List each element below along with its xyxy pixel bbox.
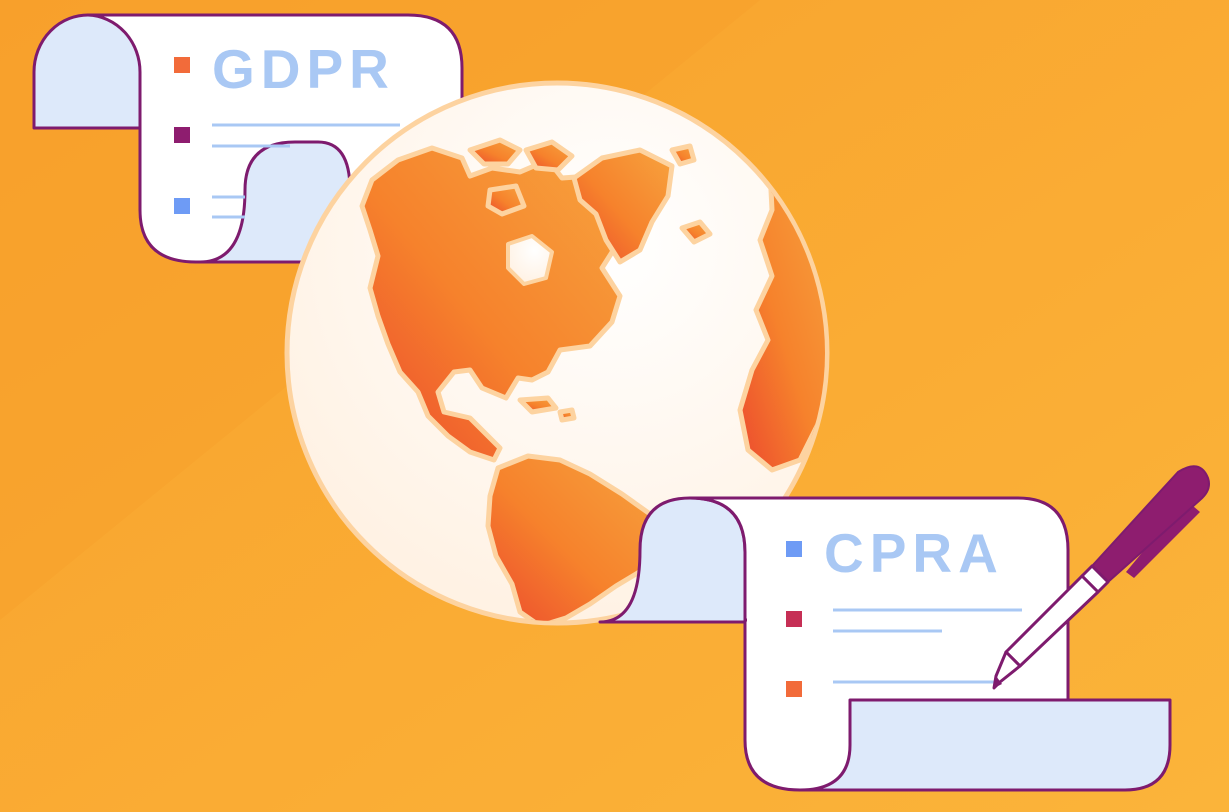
gdpr-bullet-1 xyxy=(174,57,190,73)
cpra-bullet-1 xyxy=(786,541,802,557)
globe-icon xyxy=(284,80,830,626)
cpra-bullet-3 xyxy=(786,681,802,697)
pen-icon xyxy=(992,465,1210,690)
gdpr-bullet-2 xyxy=(174,127,190,143)
south-america xyxy=(485,453,663,621)
cpra-scroll xyxy=(598,496,1172,792)
greenland xyxy=(571,147,675,265)
gdpr-title: GDPR xyxy=(212,38,395,100)
gdpr-bullet-3 xyxy=(174,198,190,214)
cpra-bullet-2 xyxy=(786,611,802,627)
cpra-title: CPRA xyxy=(824,522,1004,584)
